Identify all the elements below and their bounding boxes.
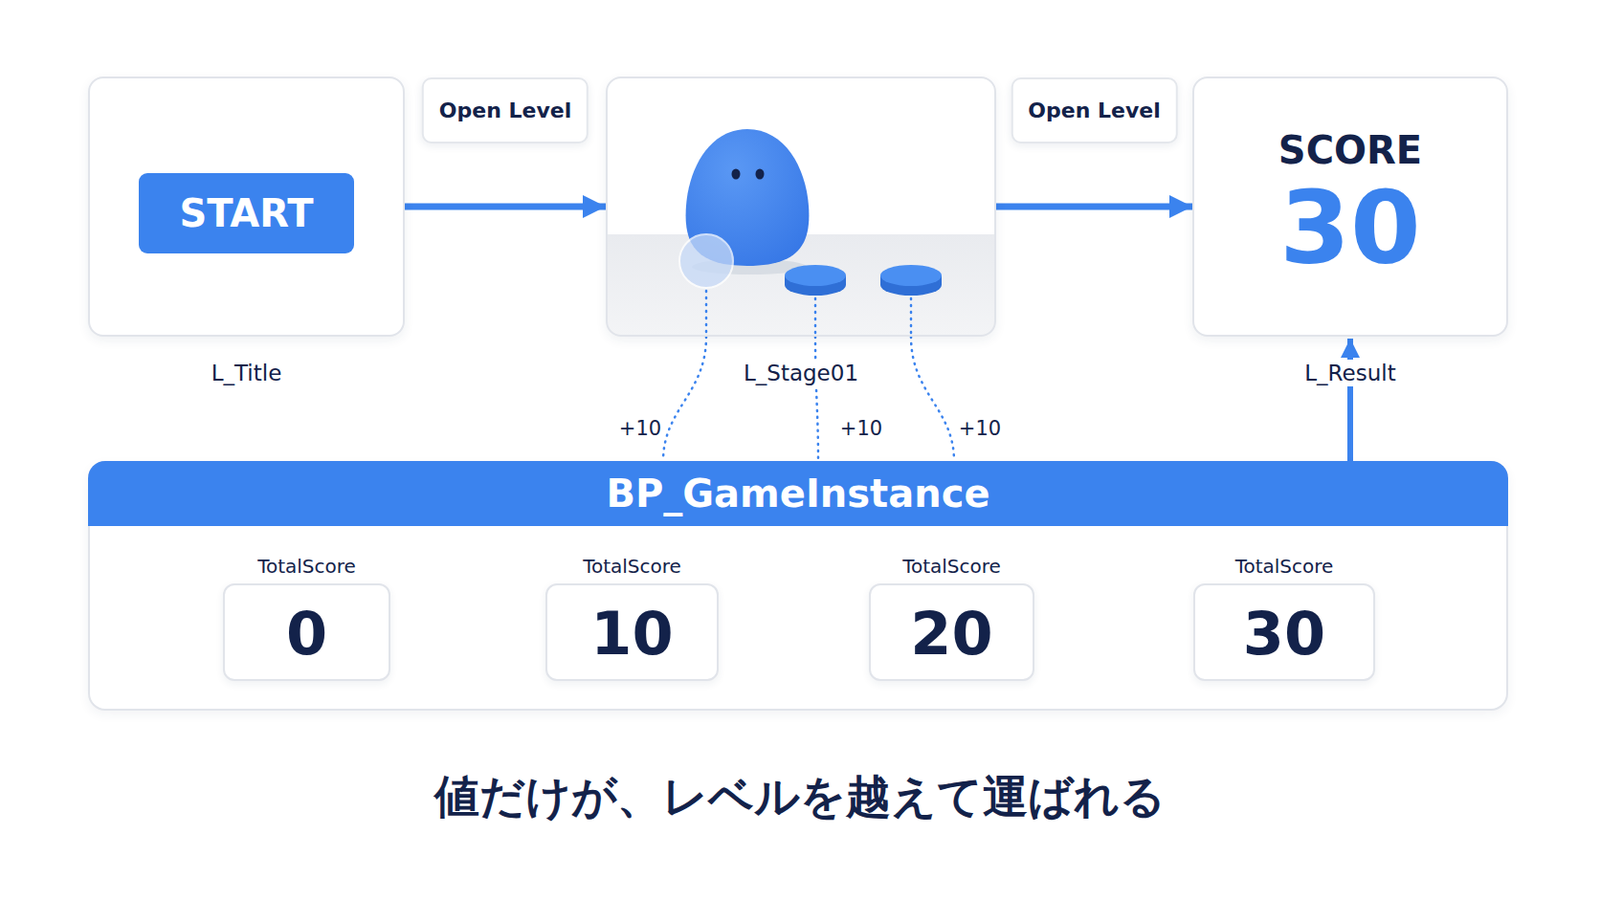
score-increment: +10: [616, 417, 665, 441]
dotted-connector: [815, 336, 819, 462]
coin: [880, 265, 942, 296]
score-box: TotalScore0: [222, 583, 391, 682]
stage-ground: [606, 77, 996, 336]
score-box: TotalScore10: [545, 583, 719, 682]
level-name: L_Stage01: [737, 359, 865, 387]
arrow-connector: [404, 203, 606, 211]
variable-name: TotalScore: [1235, 555, 1334, 578]
coin-leader-stub: [706, 290, 912, 337]
collected-coin-bubble: [679, 234, 734, 289]
button-label: START: [178, 191, 313, 236]
variable-value: 10: [590, 600, 673, 668]
score-box: TotalScore30: [1193, 583, 1376, 682]
variable-value: 0: [286, 600, 328, 668]
arrow-connector: [996, 203, 1193, 211]
dotted-connector: [663, 336, 707, 462]
band-title: BP_GameInstance: [605, 471, 990, 516]
score-increment: +10: [955, 417, 1004, 441]
variable-name: TotalScore: [902, 555, 1001, 578]
action-label: Open Level: [1010, 77, 1178, 144]
coin: [784, 265, 846, 296]
game-instance-band: BP_GameInstanceTotalScore0TotalScore10To…: [88, 461, 1509, 712]
variable-value: 20: [910, 600, 993, 668]
caption: 値だけが、レベルを越えて運ばれる: [0, 770, 1600, 824]
action-label: Open Level: [422, 77, 589, 144]
level-box: SCORE30L_Result: [1192, 76, 1509, 337]
score-box: TotalScore20: [868, 583, 1035, 682]
variable-name: TotalScore: [582, 555, 682, 578]
level-name: L_Result: [1298, 359, 1401, 387]
level-name: L_Title: [205, 359, 289, 387]
variable-value: 30: [1243, 600, 1326, 668]
variable-name: TotalScore: [257, 555, 356, 578]
score-heading: SCORE: [1278, 128, 1423, 173]
level-box: L_Stage01: [605, 76, 997, 337]
band-header: BP_GameInstance: [88, 461, 1509, 527]
score-increment: +10: [837, 417, 886, 441]
stage-floor: [606, 234, 996, 336]
score-value: 30: [1279, 177, 1422, 280]
character-eye: [755, 169, 765, 180]
level-box: L_TitleSTART: [88, 76, 405, 337]
character-eye: [732, 169, 741, 180]
dotted-connector: [911, 336, 955, 462]
start-button: START: [138, 173, 355, 254]
